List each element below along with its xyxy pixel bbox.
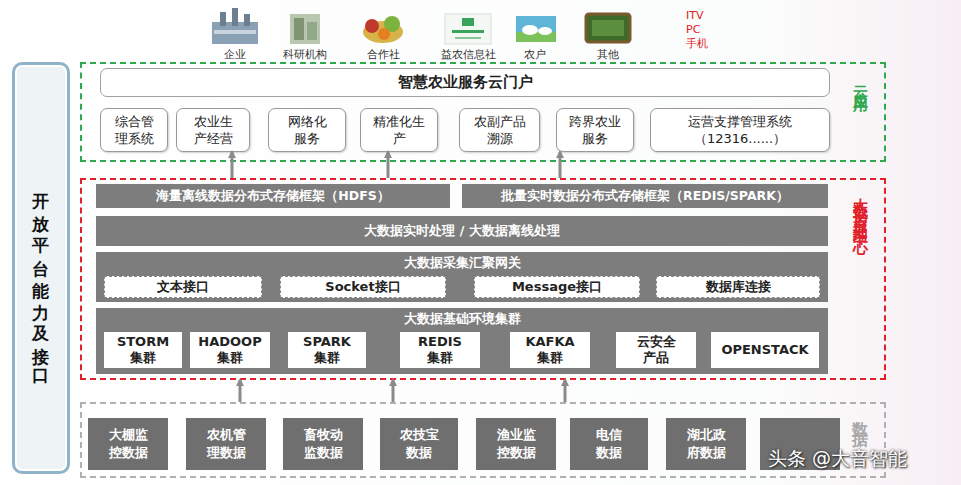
watermark: 头条 @大音智能 — [768, 446, 907, 472]
node-text: 数据库连接 — [706, 279, 771, 295]
node-text: 湖北政 府数据 — [687, 426, 726, 462]
cluster-box: HADOOP 集群 — [190, 332, 270, 368]
label-text: 益农信息社 — [441, 47, 496, 62]
node-text: 云安全 产品 — [637, 334, 676, 366]
node-text: 智慧农业服务云门户 — [398, 73, 533, 92]
data-box: 渔业监 控数据 — [476, 418, 556, 470]
cluster-box: STORM 集群 — [104, 332, 182, 368]
node-text: 文本接口 — [157, 279, 209, 295]
app-box: 跨界农业 服务 — [556, 108, 634, 152]
enterprise-icon — [212, 8, 258, 44]
arrow-connector — [392, 380, 395, 402]
node-text: 电信 数据 — [596, 426, 622, 462]
data-box: 农技宝 数据 — [380, 418, 458, 470]
interface-box: Socket接口 — [280, 276, 446, 298]
cluster-box: REDIS 集群 — [400, 332, 480, 368]
node-text: 云应用 — [851, 74, 870, 92]
node-text: 农技宝 数据 — [400, 426, 439, 462]
node-text: 农业生 产经营 — [194, 113, 233, 147]
label-text: 科研机构 — [283, 47, 327, 62]
arrow-connector — [239, 380, 242, 402]
node-text: 批量实时数据分布式存储框架（REDIS/SPARK） — [501, 188, 789, 204]
interface-box: 数据库连接 — [656, 276, 820, 298]
cluster-box: OPENSTACK — [711, 332, 819, 368]
node-text: 大数据采集汇聚网关 — [96, 255, 828, 271]
band-box: 大数据基础环境集群 STORM 集群 HADOOP 集群 SPARK 集群 REDIS … — [96, 308, 828, 374]
app-box: 综合管 理系统 — [100, 108, 168, 152]
label-text: ITV — [686, 10, 704, 22]
node-text: KAFKA 集群 — [525, 334, 574, 366]
process-bar: 批量实时数据分布式存储框架（REDIS/SPARK） — [462, 184, 828, 208]
node-text: 开放平台能力及接口 — [30, 158, 51, 378]
node-text: 大数据实时处理 / 大数据离线处理 — [364, 223, 559, 239]
arrow-connector — [559, 152, 562, 178]
process-bar: 大数据实时处理 / 大数据离线处理 — [96, 216, 828, 246]
label-text: PC — [686, 24, 700, 36]
label-text: 手机 — [686, 38, 708, 50]
node-text: SPARK 集群 — [303, 334, 351, 366]
label-text: 其他 — [597, 47, 619, 62]
node-text: 农机管 理数据 — [207, 426, 246, 462]
service-station-icon — [445, 14, 491, 44]
side-panel: 开放平台能力及接口 — [12, 62, 70, 474]
data-box: 湖北政 府数据 — [666, 418, 746, 470]
node-text: 跨界农业 服务 — [569, 113, 621, 147]
group-box: 大数据后台处理中心 海量离线数据分布式存储框架（HDFS） 批量实时数据分布式存储框… — [80, 178, 886, 380]
portal-bar: 智慧农业服务云门户 — [100, 68, 830, 97]
data-box: 畜牧动 监数据 — [283, 418, 363, 470]
data-box: 大棚监 控数据 — [88, 418, 168, 470]
node-text: 农副产品 溯源 — [474, 113, 526, 147]
node-text: 精准化生 产 — [373, 113, 425, 147]
cluster-box: 云安全 产品 — [616, 332, 696, 368]
farmer-icon — [516, 16, 556, 42]
label-text: 农户 — [524, 47, 546, 62]
node-text: Message接口 — [512, 279, 602, 295]
app-box: 精准化生 产 — [360, 108, 438, 152]
app-box: 农副产品 溯源 — [459, 108, 540, 152]
node-text: 网络化 服务 — [288, 113, 327, 147]
cluster-box: SPARK 集群 — [288, 332, 366, 368]
node-text: REDIS 集群 — [418, 334, 462, 366]
node-text: 数据 — [850, 408, 870, 428]
label-text: 合作社 — [367, 47, 400, 62]
node-text: 运营支撑管理系统 （12316......） — [688, 113, 792, 147]
node-text: 综合管 理系统 — [115, 113, 154, 147]
group-box: 数据大棚监 控数据 农机管 理数据 畜牧动 监数据 农技宝 数据 渔业监 控数据 电信 数… — [80, 402, 886, 478]
node-text: OPENSTACK — [721, 342, 808, 358]
other-icon — [586, 14, 630, 42]
cluster-box: KAFKA 集群 — [510, 332, 590, 368]
data-box: 农机管 理数据 — [186, 418, 266, 470]
interface-box: 文本接口 — [104, 276, 262, 298]
arrow-connector — [387, 152, 390, 178]
arrow-connector — [231, 152, 234, 178]
node-text: 大数据基础环境集群 — [96, 311, 828, 327]
app-box: 运营支撑管理系统 （12316......） — [650, 108, 830, 152]
data-box: 电信 数据 — [570, 418, 648, 470]
research-icon — [290, 14, 320, 44]
label-text: 企业 — [224, 47, 246, 62]
node-text: 大数据后台处理中心 — [851, 186, 870, 231]
group-box: 云应用 智慧农业服务云门户综合管 理系统 农业生 产经营 网络化 服务 精准化生 产 农副… — [80, 62, 886, 162]
node-text: 渔业监 控数据 — [497, 426, 536, 462]
node-text: HADOOP 集群 — [198, 334, 261, 366]
app-box: 网络化 服务 — [268, 108, 346, 152]
node-text: 海量离线数据分布式存储框架（HDFS） — [156, 188, 389, 204]
node-text: STORM 集群 — [117, 334, 169, 366]
cooperative-icon — [363, 16, 403, 43]
app-box: 农业生 产经营 — [176, 108, 250, 152]
interface-box: Message接口 — [474, 276, 640, 298]
node-text: 大棚监 控数据 — [109, 426, 148, 462]
process-bar: 海量离线数据分布式存储框架（HDFS） — [96, 184, 450, 208]
node-text: 畜牧动 监数据 — [304, 426, 343, 462]
band-box: 大数据采集汇聚网关文本接口 Socket接口 Message接口 数据库连接 — [96, 252, 828, 302]
arrow-connector — [564, 380, 567, 402]
node-text: Socket接口 — [325, 279, 400, 295]
